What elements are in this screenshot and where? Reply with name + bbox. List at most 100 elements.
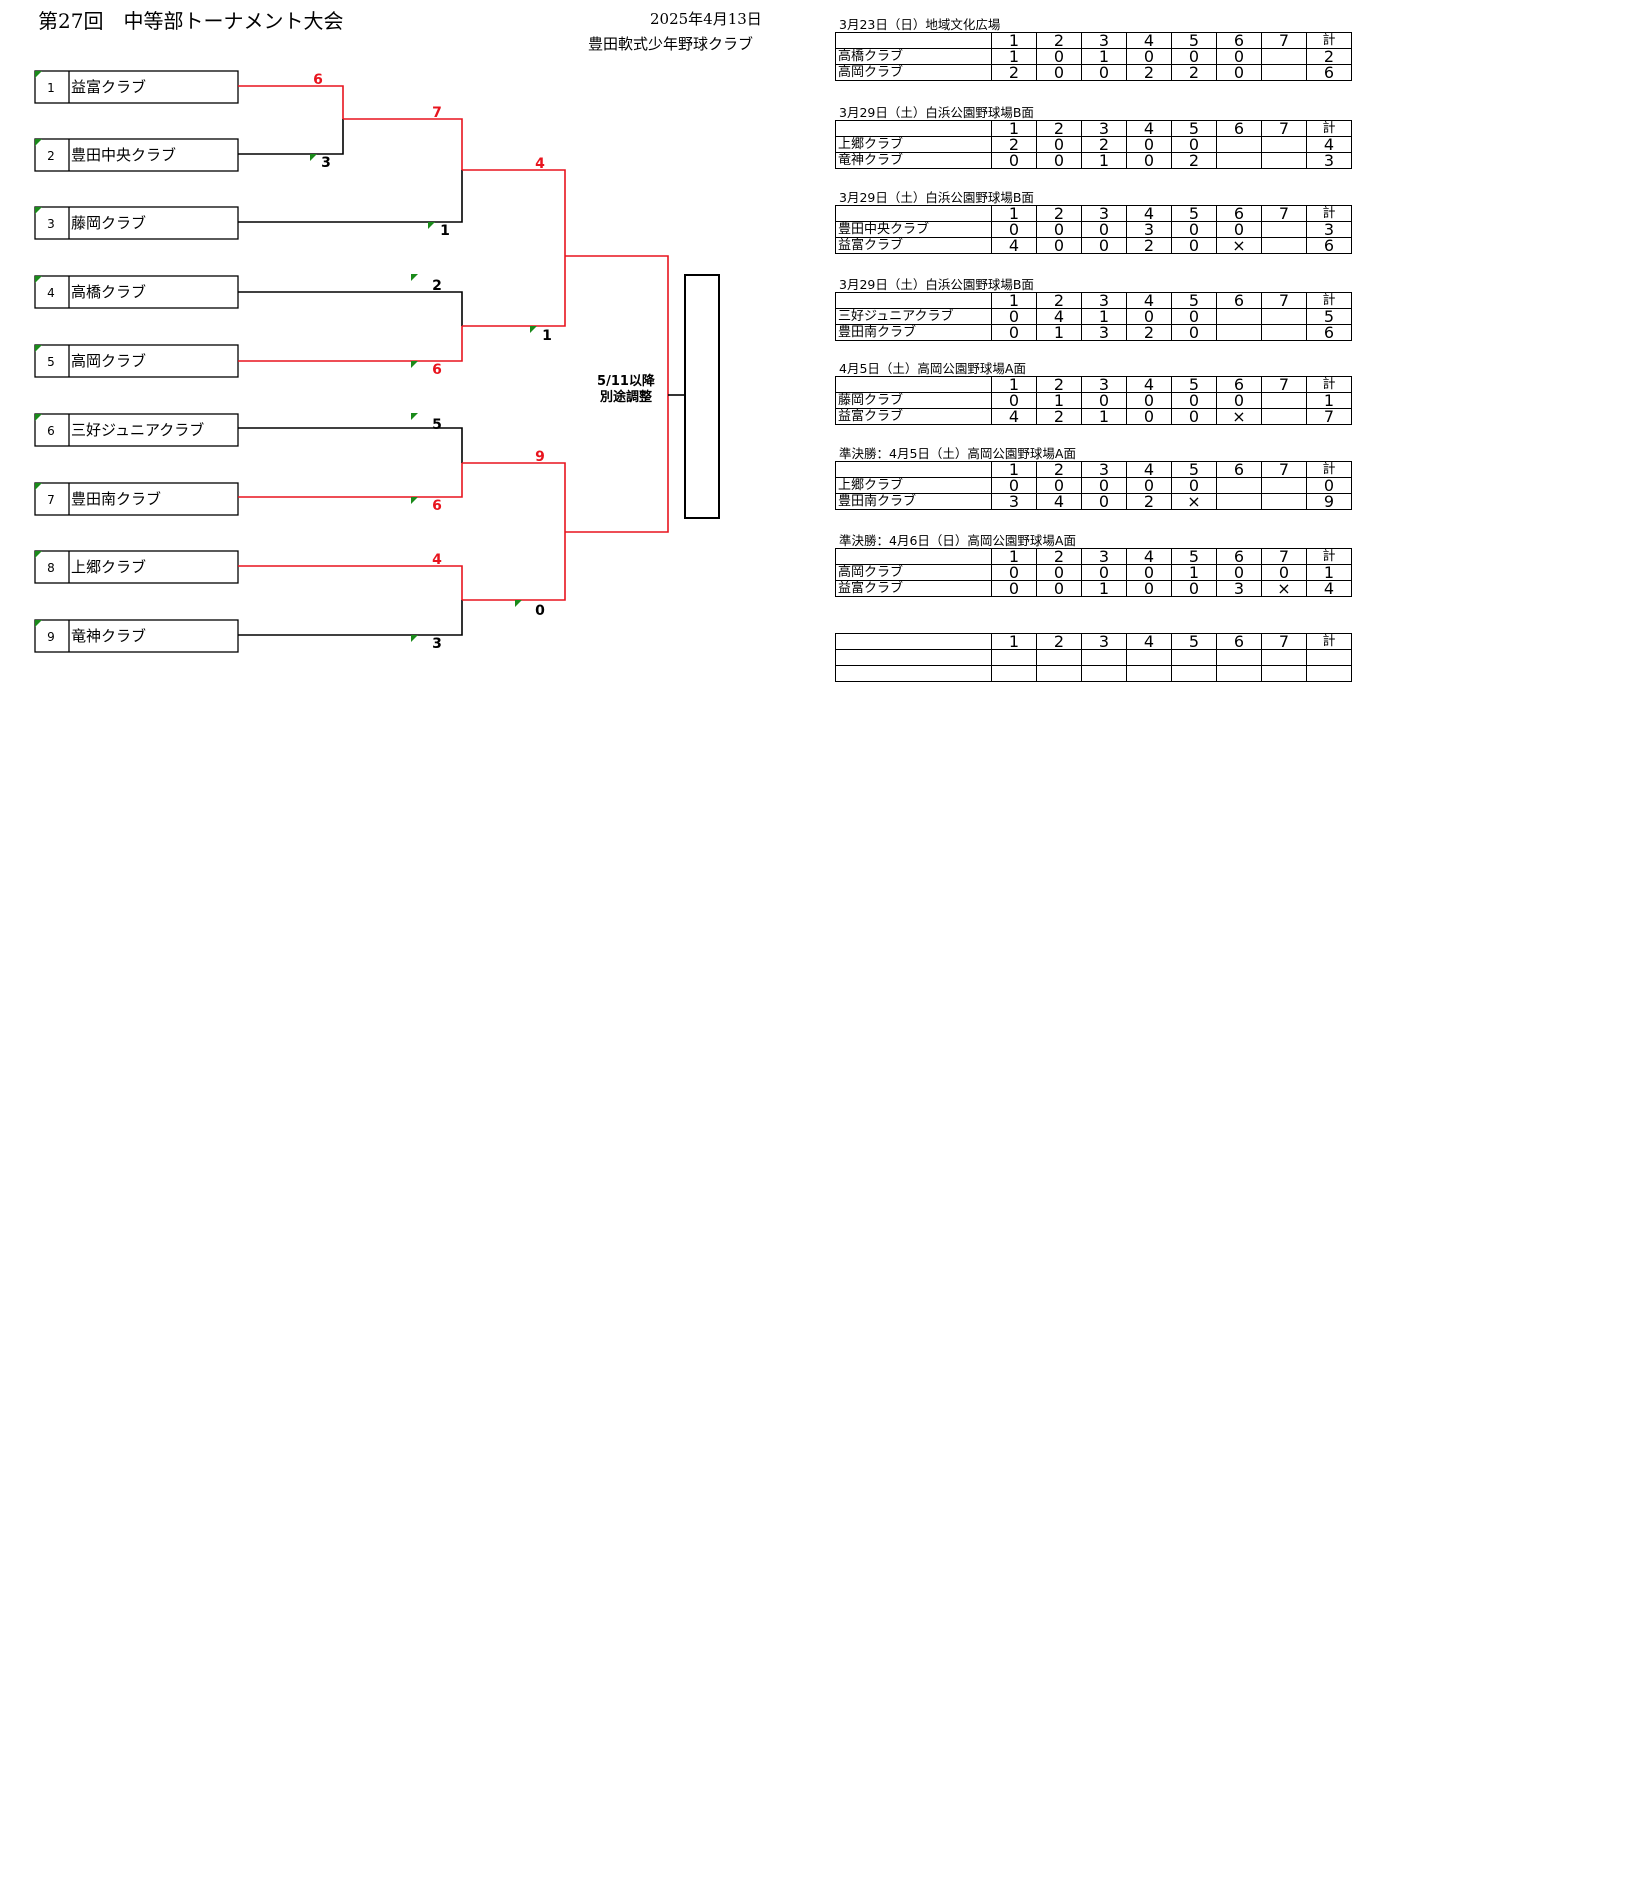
- inning-score: 1: [991, 48, 1037, 65]
- inning-score: 0: [991, 308, 1037, 325]
- team-box: 3 藤岡クラブ: [34, 206, 239, 240]
- inning-score: 0: [1171, 237, 1217, 254]
- inning-header: 4: [1126, 376, 1172, 393]
- inning-header: 7: [1261, 205, 1307, 222]
- inning-score: 0: [1036, 221, 1082, 238]
- line-team6: [238, 427, 463, 463]
- inning-score: [1261, 64, 1307, 81]
- inning-score: 0: [1081, 392, 1127, 409]
- team-box-marker: [35, 620, 42, 627]
- inning-header: 3: [1081, 32, 1127, 49]
- inning-score: 0: [991, 221, 1037, 238]
- inning-score: [1216, 493, 1262, 510]
- inning-score: 0: [1216, 564, 1262, 581]
- inning-score: 1: [1306, 564, 1352, 581]
- inning-score: 6: [1306, 324, 1352, 341]
- team-name: 益富クラブ: [71, 78, 146, 96]
- inning-score: [1036, 665, 1082, 682]
- inning-score: 1: [1081, 408, 1127, 425]
- inning-score: 0: [1126, 477, 1172, 494]
- inning-score: 2: [1171, 64, 1217, 81]
- inning-score: 0: [1171, 408, 1217, 425]
- inning-score: [1261, 665, 1307, 682]
- inning-score: 0: [1036, 136, 1082, 153]
- team-name: 藤岡クラブ: [71, 214, 146, 232]
- inning-score: 3: [1306, 152, 1352, 169]
- inning-score: 0: [1036, 152, 1082, 169]
- score-r2a-bottom: 1: [440, 223, 450, 239]
- inning-score: 0: [991, 564, 1037, 581]
- team-box-marker: [35, 71, 42, 78]
- inning-header: 7: [1261, 376, 1307, 393]
- inning-score: 0: [1171, 136, 1217, 153]
- inning-header: 6: [1216, 461, 1262, 478]
- line-team8: [238, 565, 463, 600]
- marker-r1c-top: [411, 413, 418, 420]
- team-name: 三好ジュニアクラブ: [71, 421, 204, 439]
- organizer-name: 豊田軟式少年野球クラブ: [588, 35, 754, 53]
- inning-header: 5: [1171, 633, 1217, 650]
- inning-score: [1081, 649, 1127, 666]
- inning-score: 0: [1126, 580, 1172, 597]
- inning-score: 0: [1171, 392, 1217, 409]
- inning-header: 6: [1216, 292, 1262, 309]
- team-seed: 4: [47, 286, 55, 300]
- inning-score: 0: [1126, 48, 1172, 65]
- team-name-cell: 益富クラブ: [835, 237, 992, 254]
- inning-score: 7: [1306, 408, 1352, 425]
- team-name-cell: 豊田南クラブ: [835, 493, 992, 510]
- inning-score: 5: [1306, 308, 1352, 325]
- table-row: [835, 649, 1352, 666]
- inning-score: 1: [1081, 48, 1127, 65]
- inning-header: 7: [1261, 548, 1307, 565]
- inning-score: [1261, 408, 1307, 425]
- team-name-cell: 益富クラブ: [835, 580, 992, 597]
- inning-header: 6: [1216, 633, 1262, 650]
- inning-header: 計: [1306, 32, 1352, 49]
- inning-score: 0: [1036, 237, 1082, 254]
- team-seed: 3: [47, 217, 55, 231]
- inning-score: 1: [1081, 580, 1127, 597]
- header-blank-cell: [835, 633, 992, 650]
- inning-header: 5: [1171, 32, 1217, 49]
- inning-score: [1036, 649, 1082, 666]
- inning-score: [1261, 152, 1307, 169]
- line-team1: [238, 85, 344, 119]
- inning-header: 1: [991, 32, 1037, 49]
- inning-header: 5: [1171, 376, 1217, 393]
- inning-header: 4: [1126, 461, 1172, 478]
- team-seed: 8: [47, 561, 55, 575]
- inning-score: 0: [1081, 64, 1127, 81]
- marker-r1b-bottom: [411, 361, 418, 368]
- header-blank-cell: [835, 548, 992, 565]
- line-final-top: [565, 255, 669, 395]
- inning-header: 1: [991, 461, 1037, 478]
- inning-header: 7: [1261, 461, 1307, 478]
- inning-score: [1261, 324, 1307, 341]
- inning-score: [1216, 477, 1262, 494]
- inning-score: 2: [1036, 408, 1082, 425]
- inning-score: [1261, 392, 1307, 409]
- inning-score: [1081, 665, 1127, 682]
- team-name-cell: 上郷クラブ: [835, 477, 992, 494]
- inning-score: [1261, 649, 1307, 666]
- inning-score: 4: [1036, 308, 1082, 325]
- inning-score: 3: [1081, 324, 1127, 341]
- inning-score: 4: [1306, 580, 1352, 597]
- inning-score: 4: [991, 408, 1037, 425]
- team-name-cell: 高橋クラブ: [835, 48, 992, 65]
